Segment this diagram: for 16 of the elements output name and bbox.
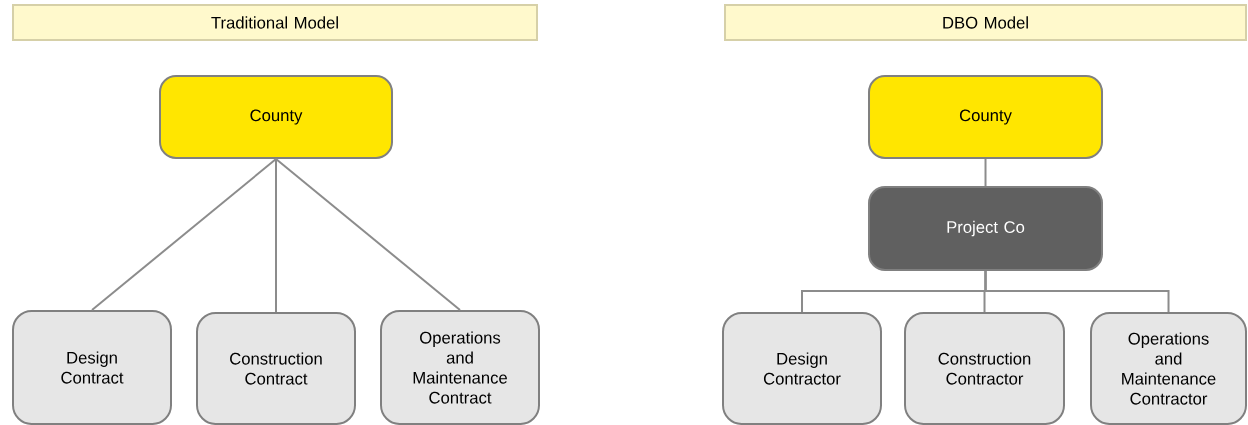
header-band: Traditional Model — [12, 4, 538, 41]
organization-box: County — [159, 75, 393, 159]
header-band: DBO Model — [724, 4, 1247, 41]
connector-line — [984, 158, 987, 187]
connector-line — [984, 270, 1170, 313]
connector-line — [275, 158, 277, 313]
connector-line — [275, 158, 461, 311]
contract-box: Construction Contract — [196, 312, 356, 425]
connector-line — [91, 158, 277, 311]
contract-box: Operations and Maintenance Contractor — [1090, 312, 1247, 425]
contract-box: Construction Contractor — [904, 312, 1065, 425]
contract-box: Operations and Maintenance Contract — [380, 310, 540, 425]
contract-box: Design Contract — [12, 310, 172, 425]
organization-box: Project Co — [868, 186, 1103, 271]
contract-box: Design Contractor — [722, 312, 882, 425]
organization-box: County — [868, 75, 1103, 159]
